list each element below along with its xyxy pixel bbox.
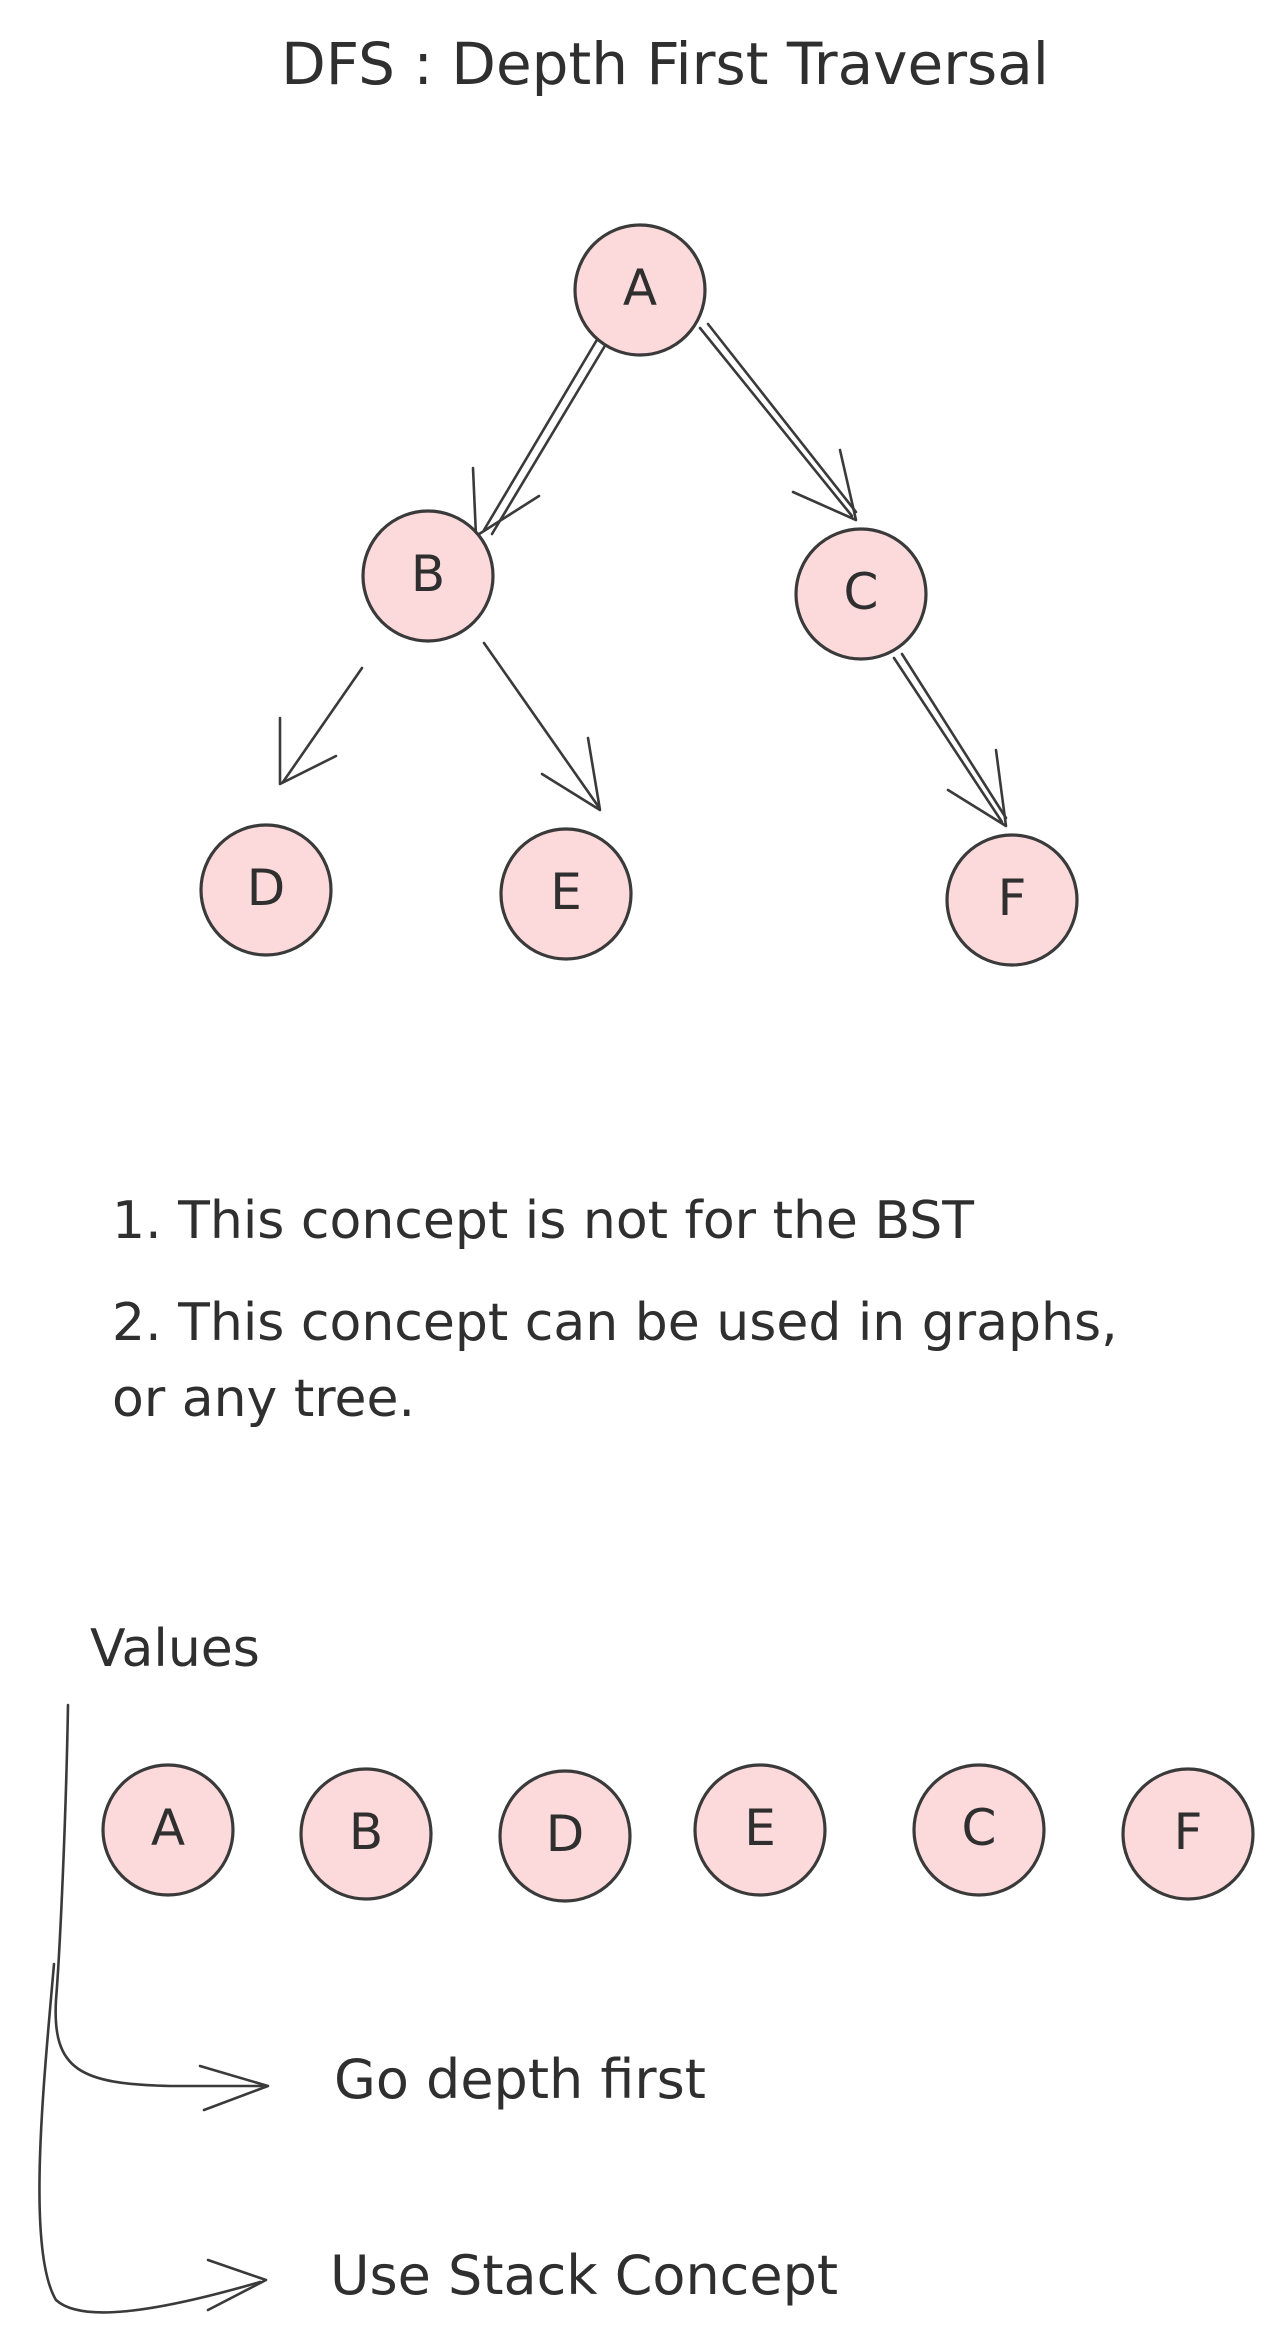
point-use-stack-concept: Use Stack Concept: [330, 2244, 838, 2307]
tree-edges: [278, 322, 1008, 828]
node-label: B: [349, 1803, 383, 1861]
value-node-a: A: [101, 1763, 235, 1897]
node-label: C: [844, 563, 879, 621]
value-node-c: C: [912, 1763, 1046, 1897]
note-line-3: or any tree.: [112, 1369, 415, 1429]
bracket-connectors: [38, 1703, 270, 2314]
value-node-e: E: [693, 1763, 827, 1897]
tree-node-c: C: [794, 527, 928, 661]
value-node-f: F: [1121, 1767, 1255, 1901]
node-label: A: [623, 259, 657, 317]
node-label: E: [744, 1799, 776, 1857]
node-label: A: [151, 1799, 185, 1857]
point-go-depth-first: Go depth first: [334, 2048, 706, 2111]
edge-a-b: [471, 336, 608, 538]
edge-a-c: [698, 322, 858, 522]
diagram-title: DFS : Depth First Traversal: [281, 30, 1049, 98]
value-node-b: B: [299, 1767, 433, 1901]
tree-node-e: E: [499, 827, 633, 961]
note-line-2: 2. This concept can be used in graphs,: [112, 1293, 1118, 1353]
node-label: B: [411, 545, 445, 603]
note-line-1: 1. This concept is not for the BST: [112, 1191, 974, 1251]
edge-b-d: [278, 666, 364, 786]
values-label: Values: [90, 1619, 260, 1679]
edge-c-f: [892, 652, 1008, 828]
node-label: F: [1174, 1803, 1203, 1861]
tree-node-d: D: [199, 823, 333, 957]
tree-node-f: F: [945, 833, 1079, 967]
node-label: D: [546, 1805, 585, 1863]
node-label: D: [247, 859, 286, 917]
tree-node-a: A: [573, 223, 707, 357]
node-label: E: [550, 863, 582, 921]
node-label: C: [962, 1799, 997, 1857]
values-sequence: A B D E C F: [101, 1763, 1255, 1903]
edge-b-e: [482, 641, 602, 812]
tree-node-b: B: [361, 509, 495, 643]
node-label: F: [998, 869, 1027, 927]
value-node-d: D: [498, 1769, 632, 1903]
